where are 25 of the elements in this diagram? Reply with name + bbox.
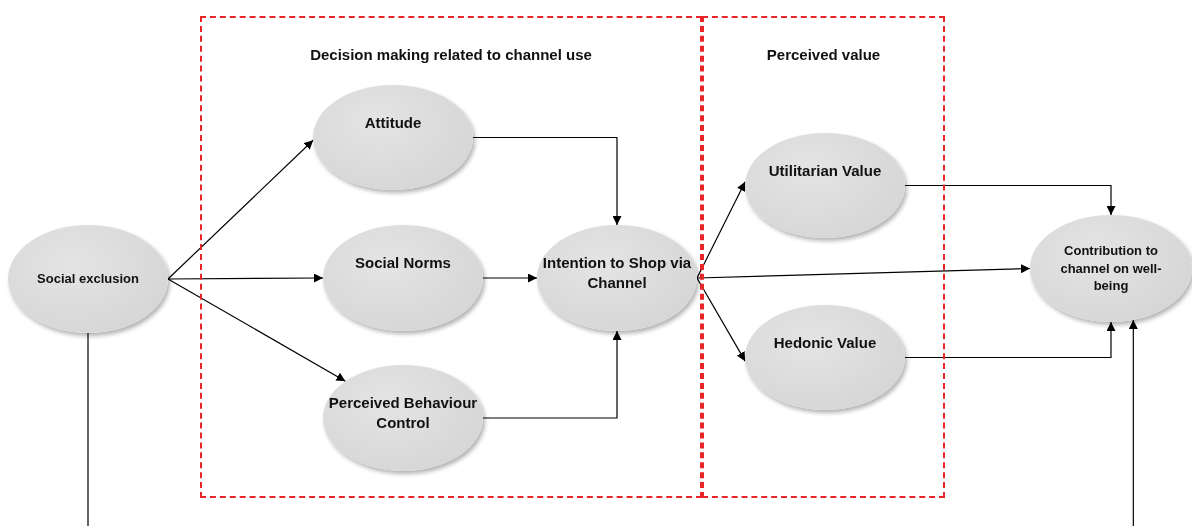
arrow bbox=[167, 273, 324, 283]
arrow bbox=[1128, 319, 1138, 526]
arrow bbox=[482, 273, 538, 283]
arrow bbox=[904, 321, 1116, 359]
group-frame bbox=[200, 16, 702, 498]
arrow bbox=[167, 139, 314, 280]
node-label: Hedonic Value bbox=[772, 333, 878, 353]
group-frame bbox=[702, 16, 945, 498]
node-label: Perceived Behaviour Control bbox=[327, 393, 479, 434]
node-label: Attitude bbox=[363, 113, 423, 133]
arrow bbox=[696, 181, 746, 279]
node-label: Contribution to channel on well-being bbox=[1059, 242, 1163, 295]
connector-line bbox=[87, 332, 89, 526]
arrow bbox=[696, 277, 746, 362]
node-label: Social Norms bbox=[354, 253, 452, 273]
group-title: Perceived value bbox=[765, 46, 882, 63]
arrow bbox=[472, 136, 622, 226]
arrow bbox=[696, 264, 1031, 279]
node-label: Utilitarian Value bbox=[767, 161, 883, 181]
node-label: Social exclusion bbox=[37, 270, 139, 288]
group-title: Decision making related to channel use bbox=[309, 46, 593, 63]
arrow bbox=[482, 330, 622, 419]
arrow bbox=[167, 278, 347, 382]
arrow bbox=[904, 184, 1116, 216]
node-label: Intention to Shop via Channel bbox=[541, 253, 693, 294]
